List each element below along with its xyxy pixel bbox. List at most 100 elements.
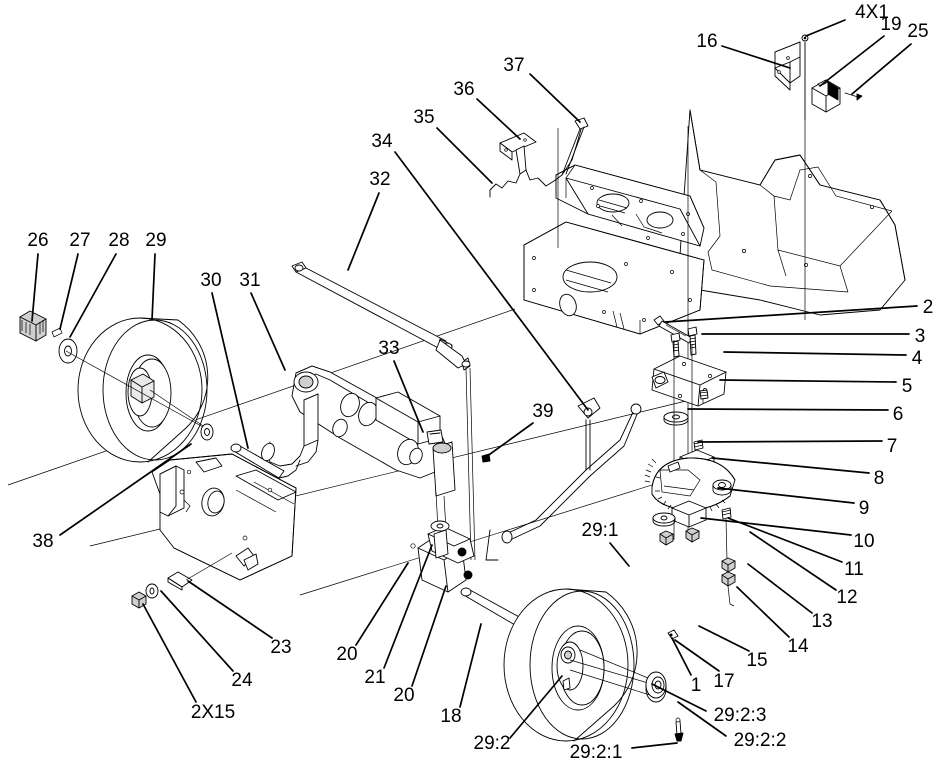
callout-leader-9 (717, 487, 855, 504)
callout-leader-18 (459, 623, 482, 708)
callout-label-8: 8 (874, 468, 885, 489)
callout-label-30: 30 (200, 270, 221, 291)
callout-leader-21 (383, 544, 433, 669)
callout-label-20: 20 (393, 685, 414, 706)
callout-leader-29 (151, 253, 156, 321)
callout-label-27: 27 (69, 230, 90, 251)
callout-label-37: 37 (503, 55, 524, 76)
left-side-frame-plate (131, 453, 297, 609)
callout-label-18: 18 (440, 706, 461, 727)
callout-leader-35 (436, 127, 493, 184)
callout-leader-25 (851, 43, 912, 95)
front-deck-chassis (7, 42, 906, 596)
callout-label-16: 16 (696, 31, 717, 52)
callout-label-28: 28 (108, 230, 129, 251)
callout-label-34: 34 (371, 131, 393, 152)
callout-leader-2 (664, 305, 918, 323)
callout-leader-29-2 (509, 675, 563, 739)
callout-leader-11 (727, 517, 843, 563)
callout-label-17: 17 (713, 671, 734, 692)
callout-leader-23 (187, 580, 273, 639)
callout-label-14: 14 (787, 636, 809, 657)
callout-leader-lines (31, 19, 918, 749)
callout-label-3: 3 (915, 326, 926, 347)
mounting-plate-stack (651, 315, 727, 540)
callout-label-29-2-3: 29:2:3 (714, 705, 767, 726)
callout-leader-24 (160, 590, 234, 672)
callout-label-15: 15 (746, 650, 767, 671)
callout-label-2X15: 2X15 (191, 702, 235, 723)
callout-leader-5 (719, 379, 897, 383)
callout-label-38: 38 (32, 531, 53, 552)
callout-label-36: 36 (453, 79, 474, 100)
left-caster-wheel (19, 310, 214, 463)
callout-label-29-1: 29:1 (582, 520, 619, 541)
callout-leader-20 (355, 562, 409, 646)
callout-label-33: 33 (378, 338, 399, 359)
callout-leader-13 (747, 563, 813, 614)
callout-label-24: 24 (231, 670, 253, 691)
callout-label-35: 35 (413, 107, 434, 128)
callout-label-2: 2 (923, 297, 934, 318)
callout-leader-19 (819, 35, 885, 87)
callout-label-29-2-1: 29:2:1 (570, 742, 623, 763)
callout-label-4X1: 4X1 (855, 2, 889, 23)
callout-leader-8 (711, 457, 870, 474)
callout-label-19: 19 (880, 14, 901, 35)
callout-leader-20 (411, 585, 447, 687)
callout-leader-39 (485, 422, 534, 458)
callout-leader-29-2-1 (631, 742, 678, 749)
callout-label-29: 29 (145, 230, 166, 251)
bolt-3 (687, 326, 698, 356)
callout-leader-15 (698, 625, 750, 652)
callout-leader-1 (671, 637, 692, 676)
callout-leader-31 (250, 292, 286, 371)
callout-label-31: 31 (239, 270, 260, 291)
callout-leader-26 (31, 253, 39, 322)
callout-label-7: 7 (887, 436, 898, 457)
callout-label-11: 11 (844, 559, 864, 580)
callout-label-29-2-2: 29:2:2 (734, 730, 787, 751)
callout-leader-29-2-3 (651, 683, 707, 712)
right-caster-wheel (460, 587, 684, 742)
callout-leader-29-2-2 (677, 701, 727, 737)
callout-label-21: 21 (364, 667, 385, 688)
callout-label-13: 13 (811, 611, 832, 632)
callout-label-12: 12 (836, 587, 857, 608)
callout-label-6: 6 (893, 404, 904, 425)
callout-leader-33 (393, 360, 424, 433)
callout-leader-4 (723, 351, 907, 356)
callout-leader-37 (529, 73, 581, 123)
callout-leader-38 (59, 443, 192, 536)
callout-label-20: 20 (336, 644, 357, 665)
callout-label-1: 1 (691, 675, 702, 696)
callout-leader-7 (697, 440, 883, 443)
callout-label-25: 25 (907, 21, 928, 42)
callout-label-29-2: 29:2 (474, 733, 511, 754)
callout-leader-14 (736, 586, 790, 638)
bolt-4 (670, 332, 681, 358)
callout-leader-27 (59, 253, 79, 330)
callout-leader-36 (476, 98, 521, 140)
callout-leader-10 (700, 517, 852, 536)
callout-leader-16 (721, 45, 791, 69)
callout-leader-32 (347, 192, 380, 271)
callout-label-9: 9 (859, 498, 870, 519)
callout-label-5: 5 (902, 376, 913, 397)
callout-leader-6 (687, 408, 889, 411)
callout-label-10: 10 (853, 531, 874, 552)
steering-arm-linkage (230, 339, 642, 593)
callout-leader-2X15 (142, 603, 197, 703)
tie-rod-32 (291, 261, 453, 354)
callout-leader-17 (674, 639, 720, 672)
callout-label-32: 32 (369, 169, 390, 190)
callout-leader-4X1 (805, 19, 846, 37)
callout-label-26: 26 (27, 230, 48, 251)
callout-label-39: 39 (532, 401, 553, 422)
callout-label-23: 23 (270, 637, 291, 658)
callout-leader-29-1 (609, 542, 630, 567)
callout-leader-28 (69, 253, 117, 338)
